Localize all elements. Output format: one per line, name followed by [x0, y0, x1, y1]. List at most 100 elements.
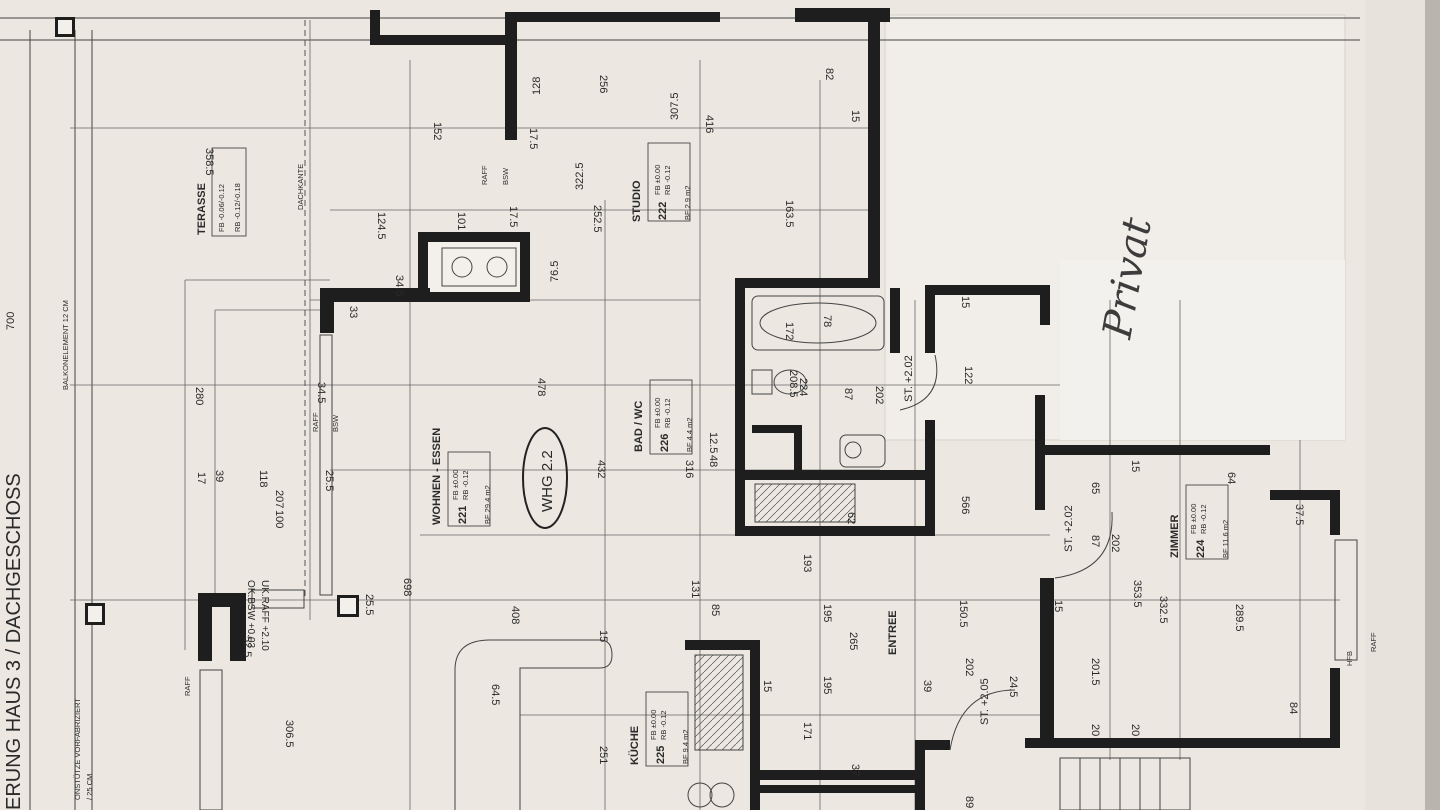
svg-text:12.5: 12.5 [707, 432, 719, 453]
svg-text:566: 566 [959, 496, 971, 514]
svg-text:15: 15 [959, 296, 971, 308]
svg-text:280: 280 [193, 387, 205, 405]
svg-text:226: 226 [659, 434, 671, 452]
svg-text:BSW: BSW [331, 414, 340, 432]
room-studio: STUDIO 222 FB ±0.00 RB -0.12 BF 2.9 m2 [631, 142, 692, 222]
svg-text:118: 118 [257, 470, 269, 488]
paper-edge [1365, 0, 1425, 810]
svg-text:15: 15 [1052, 600, 1064, 612]
svg-text:87: 87 [1089, 535, 1101, 547]
svg-text:478: 478 [535, 378, 547, 396]
svg-text:353.5: 353.5 [1131, 580, 1143, 608]
svg-text:202: 202 [1109, 534, 1121, 552]
svg-text:BF 2.9 m2: BF 2.9 m2 [683, 185, 692, 220]
svg-text:HFB: HFB [1345, 651, 1354, 666]
svg-text:RAFF: RAFF [311, 412, 320, 432]
svg-text:BF 29.4 m2: BF 29.4 m2 [483, 485, 492, 524]
column-inner [340, 598, 356, 614]
svg-text:700: 700 [5, 312, 17, 330]
svg-text:25.5: 25.5 [363, 594, 375, 615]
svg-text:64: 64 [1225, 472, 1237, 484]
svg-text:76.5: 76.5 [549, 261, 561, 282]
apartment-tag: WHG 2.2 [539, 450, 556, 512]
svg-text:222: 222 [657, 202, 669, 220]
svg-text:306.5: 306.5 [283, 720, 295, 748]
svg-text:STUDIO: STUDIO [631, 180, 643, 222]
svg-text:221: 221 [457, 506, 469, 524]
svg-text:34.5: 34.5 [315, 382, 327, 403]
svg-text:87: 87 [842, 388, 854, 400]
svg-text:432: 432 [595, 460, 607, 478]
svg-text:RAFF: RAFF [480, 165, 489, 185]
svg-text:224: 224 [797, 378, 809, 396]
svg-text:698: 698 [401, 578, 413, 596]
svg-text:124.5: 124.5 [375, 212, 387, 240]
dimension-labels: 700 358.5 152 128 256 17.5 322.5 307.5 4… [5, 68, 1305, 808]
svg-text:BF 11.6 m2: BF 11.6 m2 [1221, 520, 1230, 558]
svg-text:265: 265 [847, 632, 859, 650]
svg-text:RB -0.12: RB -0.12 [663, 165, 672, 195]
svg-text:BF 9.4 m2: BF 9.4 m2 [681, 729, 690, 764]
svg-text:256: 256 [597, 75, 609, 93]
svg-text:122: 122 [962, 366, 974, 384]
svg-text:BSW: BSW [501, 167, 510, 185]
room-entree: ENTREE [887, 610, 899, 655]
svg-text:15: 15 [761, 680, 773, 692]
svg-text:ST. +2.02: ST. +2.02 [903, 355, 915, 402]
svg-text:101: 101 [455, 212, 467, 230]
svg-text:48: 48 [707, 455, 719, 467]
svg-text:358.5: 358.5 [203, 148, 215, 176]
svg-text:224: 224 [1195, 539, 1207, 558]
svg-text:WOHNEN - ESSEN: WOHNEN - ESSEN [431, 428, 443, 525]
svg-text:89: 89 [963, 796, 975, 808]
svg-text:289.5: 289.5 [1233, 604, 1245, 632]
svg-text:FB -0.06/-0.12: FB -0.06/-0.12 [217, 184, 226, 232]
roof-edge-label: DACHKANTE [296, 164, 305, 210]
svg-text:RB -0.12: RB -0.12 [461, 470, 470, 500]
svg-text:17: 17 [195, 472, 207, 484]
svg-text:TERASSE: TERASSE [196, 183, 208, 235]
svg-text:52.5: 52.5 [241, 636, 253, 657]
svg-text:FB ±0.00: FB ±0.00 [1189, 504, 1198, 534]
svg-text:207: 207 [273, 490, 285, 508]
svg-text:FB ±0.00: FB ±0.00 [653, 398, 662, 428]
room-kueche: KÜCHE 225 FB ±0.00 RB -0.12 BF 9.4 m2 [628, 691, 690, 767]
svg-text:RB -0.12/-0.18: RB -0.12/-0.18 [233, 183, 242, 232]
svg-text:225: 225 [655, 746, 667, 764]
svg-text:25.5: 25.5 [323, 470, 335, 491]
svg-text:15: 15 [597, 630, 609, 642]
svg-text:RB -0.12: RB -0.12 [1199, 504, 1208, 534]
svg-text:RAFF: RAFF [183, 676, 192, 696]
svg-text:17.5: 17.5 [507, 206, 519, 227]
svg-text:251: 251 [597, 746, 609, 764]
svg-text:332.5: 332.5 [1157, 596, 1169, 624]
svg-text:252.5: 252.5 [591, 205, 603, 233]
svg-text:195: 195 [821, 604, 833, 622]
svg-text:85: 85 [709, 604, 721, 616]
column-inner [88, 606, 102, 622]
svg-text:ST. +2.05: ST. +2.05 [979, 678, 991, 725]
svg-text:ENTREE: ENTREE [887, 610, 899, 655]
drawing-title: ERUNG HAUS 3 / DACHGESCHOSS [3, 473, 25, 810]
svg-text:33: 33 [347, 306, 359, 318]
svg-text:202: 202 [963, 658, 975, 676]
svg-text:201.5: 201.5 [1089, 658, 1101, 686]
room-wohnen-essen: WOHNEN - ESSEN 221 FB ±0.00 RB -0.12 BF … [431, 428, 492, 527]
svg-text:208.5: 208.5 [787, 370, 799, 398]
svg-text:195: 195 [821, 676, 833, 694]
room-terasse: TERASSE FB -0.06/-0.12 RB -0.12/-0.18 [196, 147, 247, 237]
svg-text:100: 100 [273, 510, 285, 528]
svg-text:FB ±0.00: FB ±0.00 [649, 710, 658, 740]
svg-text:BF 4.4 m2: BF 4.4 m2 [685, 417, 694, 452]
svg-text:RB -0.12: RB -0.12 [663, 398, 672, 428]
balcony-note: BALKONELEMENT 12 CM [61, 300, 70, 390]
column-inner [58, 20, 72, 34]
svg-text:150.5: 150.5 [957, 600, 969, 628]
svg-text:39: 39 [213, 470, 225, 482]
svg-text:163.5: 163.5 [783, 200, 795, 228]
fixtures [199, 247, 1358, 810]
svg-text:62: 62 [845, 512, 857, 524]
svg-text:OK.BSW +0.03: OK.BSW +0.03 [245, 580, 256, 649]
svg-text:171: 171 [801, 722, 813, 740]
